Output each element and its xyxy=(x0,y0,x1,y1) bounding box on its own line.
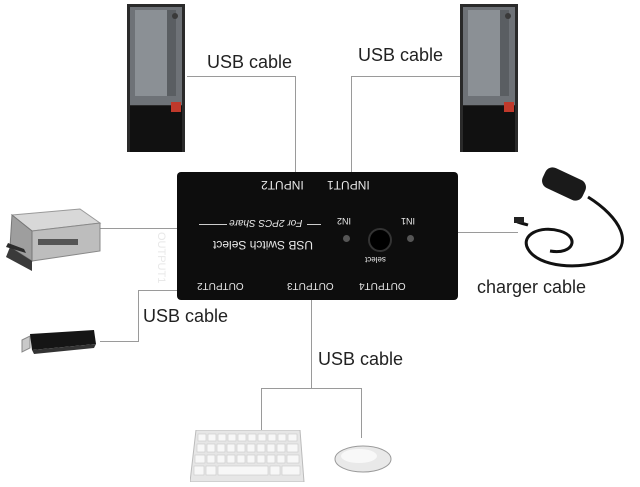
hub-share-divider-right xyxy=(307,224,321,225)
line-bottom-h xyxy=(261,388,362,389)
hub-in2-led xyxy=(343,235,350,242)
line-hub-to-bottom xyxy=(311,300,312,388)
line-pc2-to-hub-v xyxy=(351,76,352,172)
hub-share-divider xyxy=(199,224,227,225)
pc-tower-2-image xyxy=(460,4,518,152)
line-pc2-to-hub-h xyxy=(351,76,461,77)
usb-dongle-image xyxy=(18,326,98,356)
hub-title: USB Switch Select xyxy=(213,238,314,252)
hub-in2-label: IN2 xyxy=(337,216,352,226)
hub-in1-led xyxy=(407,235,414,242)
line-keyboard xyxy=(261,388,262,430)
usb-cable-label-bottom: USB cable xyxy=(318,349,404,369)
line-left-to-hub xyxy=(138,290,177,291)
pc-tower-1-image xyxy=(127,4,185,152)
hub-output4-label: OUTPUT4 xyxy=(359,280,406,291)
keyboard-image xyxy=(189,429,305,483)
hub-input1-label: INPUT1 xyxy=(327,178,370,192)
line-printer-to-hub xyxy=(100,228,177,229)
hub-share-text: For 2PCS Share xyxy=(229,217,303,228)
hub-select-button xyxy=(368,228,392,252)
charger-cable-label: charger cable xyxy=(477,277,587,297)
line-pc1-to-hub-h xyxy=(187,76,295,77)
hub-output3-label: OUTPUT3 xyxy=(287,280,334,291)
charger-cable-image xyxy=(510,165,638,275)
line-left-vertical xyxy=(138,290,139,342)
hub-input2-label: INPUT2 xyxy=(261,178,304,192)
printer-image xyxy=(2,205,102,275)
line-pc1-to-hub xyxy=(295,76,296,172)
line-charger xyxy=(458,232,518,233)
line-dongle xyxy=(100,341,139,342)
hub-in1-label: IN1 xyxy=(401,216,416,226)
hub-select-label: select xyxy=(365,255,386,264)
usb-cable-label-left: USB cable xyxy=(143,306,229,326)
usb-cable-label-top-left: USB cable xyxy=(207,52,293,72)
usb-cable-label-top-right: USB cable xyxy=(358,45,444,65)
hub-output2-label: OUTPUT2 xyxy=(197,280,244,291)
usb-switch-hub: INPUT2 INPUT1 OUTPUT1 For 2PCS Share IN2… xyxy=(155,172,458,300)
hub-output1-label: OUTPUT1 xyxy=(155,232,167,284)
mouse-image xyxy=(333,443,393,475)
line-mouse xyxy=(361,388,362,438)
